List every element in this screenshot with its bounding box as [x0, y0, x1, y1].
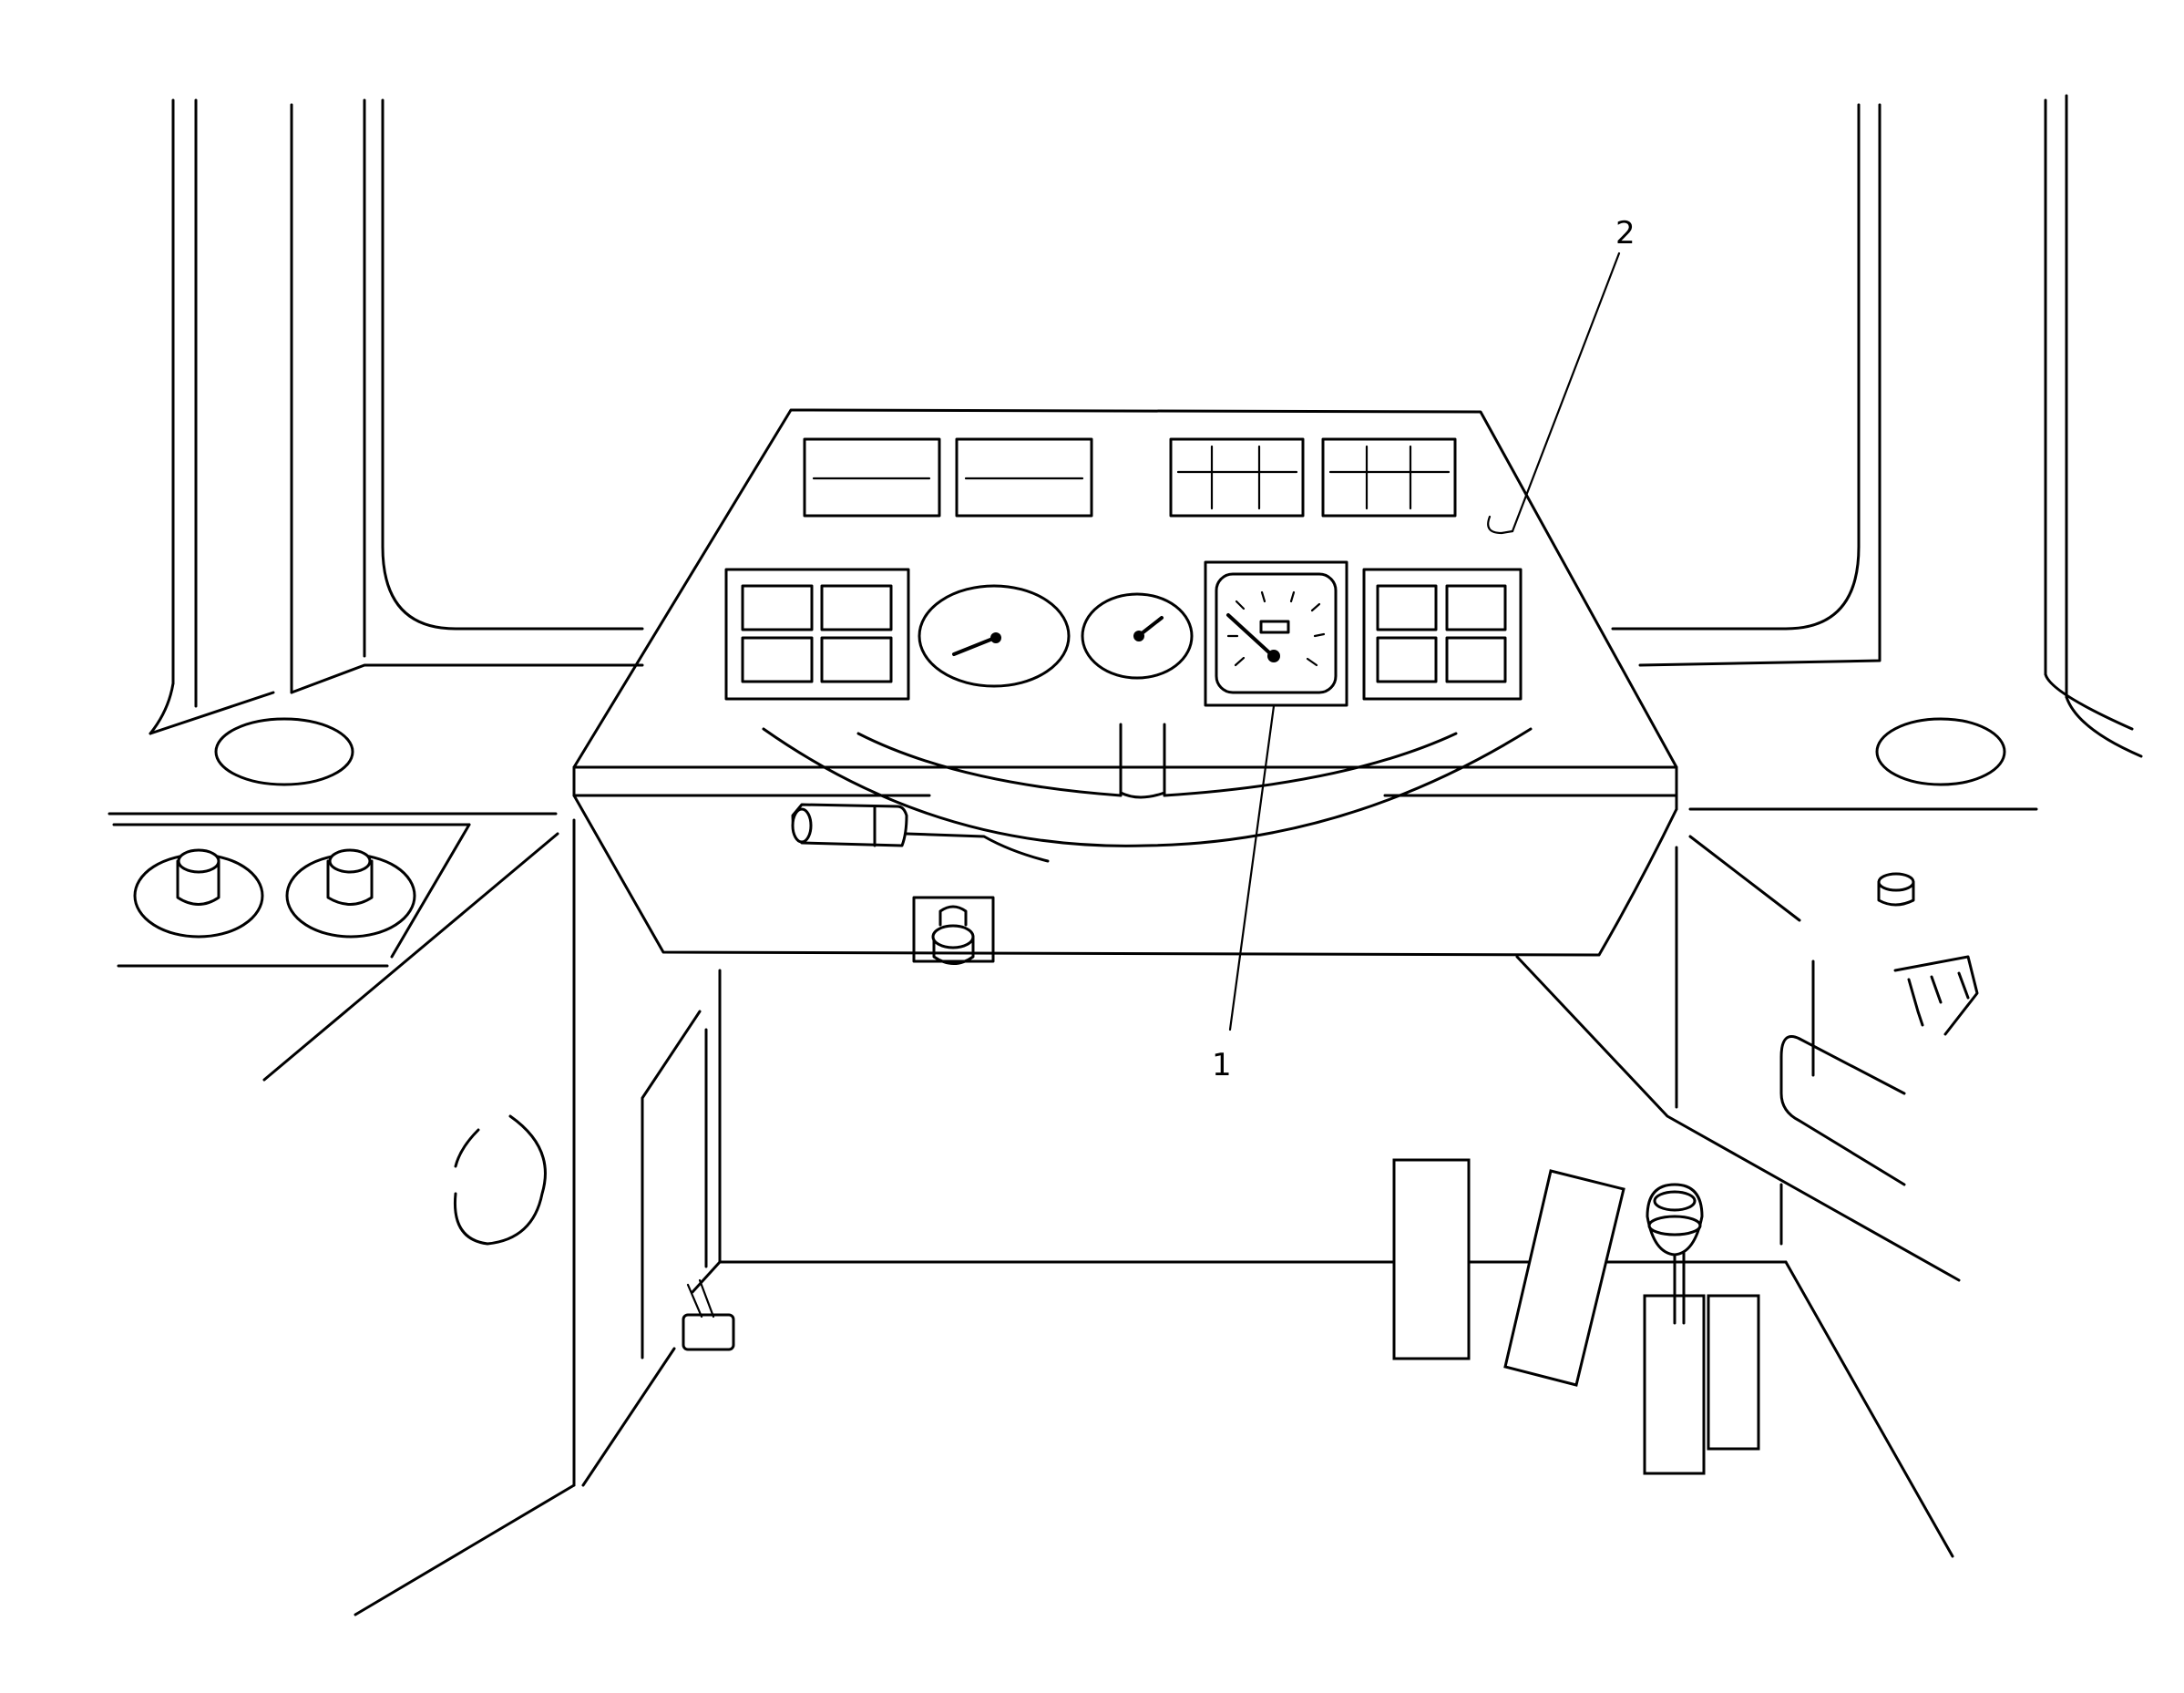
left-window-frame [149, 98, 644, 735]
right-side-console [1515, 807, 2038, 1282]
lower-dashboard [572, 794, 1678, 965]
lamp-block-right [1362, 568, 1523, 701]
gear-lever [1643, 1183, 1760, 1475]
warning-lamp-panels-top [803, 437, 1457, 518]
speedometer-gauge [918, 584, 1071, 688]
instrument-panel [572, 408, 1678, 811]
pedal-brake [1392, 1158, 1471, 1360]
left-side-console [108, 812, 559, 1082]
right-window-frame [1611, 94, 2143, 758]
leader-line-1 [1228, 704, 1276, 1031]
steering-wheel [762, 723, 1533, 847]
left-vent [214, 717, 354, 786]
lamp-block-left [724, 568, 910, 701]
callout-label-1: 1 [1212, 1047, 1232, 1083]
pedal-accelerator [1503, 1169, 1625, 1387]
right-vent [1875, 717, 2006, 786]
tachometer-gauge [1081, 592, 1194, 680]
pedals [1392, 1158, 1625, 1387]
cab-floor-and-pillars [354, 818, 1954, 1616]
leader-line-2 [1511, 251, 1621, 533]
callout-leaders [1228, 251, 1621, 1031]
callout-label-2: 2 [1615, 215, 1635, 251]
gauge-item-1 [1204, 560, 1348, 707]
